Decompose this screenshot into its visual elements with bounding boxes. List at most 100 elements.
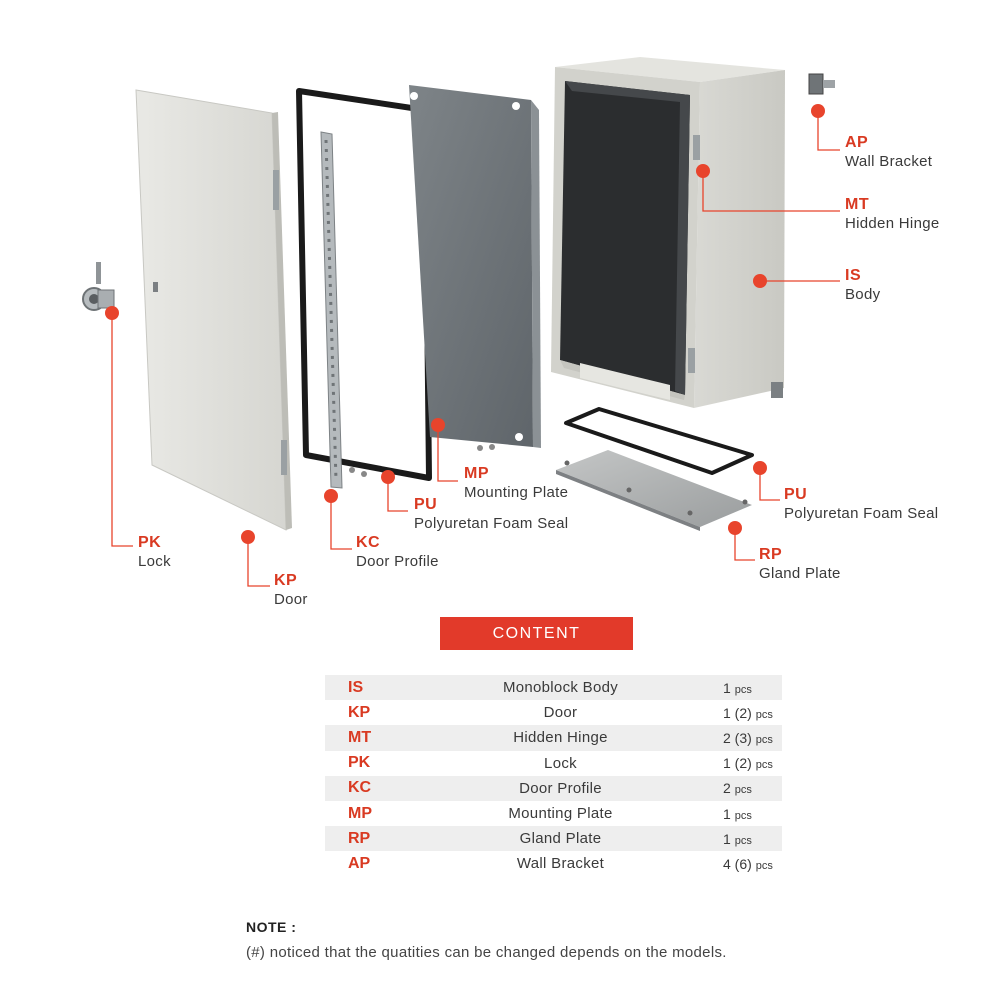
row-code: PK	[348, 754, 371, 772]
leader-lines	[111, 111, 840, 587]
wall-bracket-illustration	[771, 73, 835, 398]
content-header: CONTENT	[440, 617, 633, 650]
row-item: Monoblock Body	[443, 675, 678, 701]
callout-ap: AP Wall Bracket	[845, 134, 933, 170]
callout-name: Body	[845, 286, 881, 303]
row-quantity: 2 (3)pcs	[678, 725, 782, 751]
leader-kp	[247, 537, 270, 587]
row-quantity: 1 (2)pcs	[678, 700, 782, 725]
quantity-value: 1	[723, 805, 731, 822]
marker-rp	[728, 521, 742, 535]
callout-mt: MT Hidden Hinge	[845, 196, 940, 232]
note-text: (#) noticed that the quatities can be ch…	[246, 944, 727, 961]
callout-pk: PK Lock	[138, 534, 171, 570]
quantity-value: 4 (6)	[723, 855, 752, 872]
gland-seal-illustration	[564, 407, 754, 475]
callout-code: KC	[356, 534, 381, 551]
marker-pu-left	[381, 470, 395, 484]
lock-illustration	[82, 262, 115, 311]
marker-pk	[105, 306, 119, 320]
leader-ap	[817, 111, 840, 151]
leader-mt	[702, 171, 840, 212]
door-illustration	[135, 89, 292, 531]
leader-kc	[330, 496, 352, 550]
callout-name: Door Profile	[356, 553, 439, 570]
leader-pu-right	[759, 468, 780, 501]
row-code: KP	[348, 703, 371, 721]
row-item: Mounting Plate	[508, 805, 613, 823]
callout-code: MT	[845, 196, 870, 213]
row-code: AP	[348, 854, 371, 872]
row-code: KC	[325, 775, 443, 801]
gland-plate-illustration	[556, 450, 752, 531]
callout-code: MP	[464, 465, 489, 482]
row-code: MP	[348, 804, 372, 822]
callout-code: IS	[845, 267, 862, 284]
callout-kc: KC Door Profile	[356, 534, 439, 570]
row-quantity: 1 (2)pcs	[678, 751, 782, 776]
callout-kp: KP Door	[274, 572, 308, 608]
callout-mp: MP Mounting Plate	[464, 465, 569, 501]
leader-pk	[111, 313, 133, 547]
callout-rp: RP Gland Plate	[759, 546, 841, 582]
quantity-unit: pcs	[734, 683, 752, 696]
row-code: MT	[325, 725, 443, 751]
door-profile-illustration	[320, 131, 343, 489]
quantity-unit: pcs	[755, 759, 773, 772]
marker-pu-right	[753, 461, 767, 475]
callout-name: Mounting Plate	[464, 484, 569, 501]
row-quantity: 4 (6)pcs	[678, 851, 782, 876]
callout-pu-left: PU Polyuretan Foam Seal	[414, 496, 569, 532]
callout-code: PU	[784, 486, 808, 503]
row-code: RP	[325, 826, 443, 852]
callout-name: Wall Bracket	[845, 153, 933, 170]
row-item: Hidden Hinge	[443, 725, 678, 751]
quantity-value: 2 (3)	[723, 729, 752, 746]
table-row: KP Door 1 (2)pcs	[325, 700, 782, 725]
row-item: Wall Bracket	[516, 855, 605, 873]
enclosure-body-illustration	[551, 57, 785, 408]
callout-code: KP	[274, 572, 298, 589]
row-code: IS	[325, 675, 443, 701]
row-item: Door	[543, 704, 578, 722]
quantity-value: 1	[723, 830, 731, 847]
quantity-unit: pcs	[734, 784, 752, 797]
callout-code: PK	[138, 534, 162, 551]
callout-code: AP	[845, 134, 869, 151]
callout-name: Polyuretan Foam Seal	[784, 505, 939, 522]
marker-mp	[431, 418, 445, 432]
mounting-plate-illustration	[349, 85, 541, 477]
callout-code: RP	[759, 546, 783, 563]
quantity-unit: pcs	[755, 859, 773, 872]
quantity-value: 1 (2)	[723, 704, 752, 721]
quantity-value: 1	[723, 679, 731, 696]
quantity-unit: pcs	[755, 708, 773, 721]
leader-mp	[437, 425, 458, 482]
leader-rp	[734, 528, 755, 561]
note-title: NOTE :	[246, 919, 297, 935]
leader-pu-left	[387, 477, 408, 512]
callout-name: Door	[274, 591, 308, 608]
marker-kp	[241, 530, 255, 544]
table-row: AP Wall Bracket 4 (6)pcs	[325, 851, 782, 876]
callout-name: Gland Plate	[759, 565, 841, 582]
callout-code: PU	[414, 496, 438, 513]
quantity-unit: pcs	[734, 834, 752, 847]
marker-ap	[811, 104, 825, 118]
door-seal-illustration	[296, 88, 432, 481]
callout-name: Hidden Hinge	[845, 215, 940, 232]
callout-name: Polyuretan Foam Seal	[414, 515, 569, 532]
row-item: Door Profile	[443, 775, 678, 801]
